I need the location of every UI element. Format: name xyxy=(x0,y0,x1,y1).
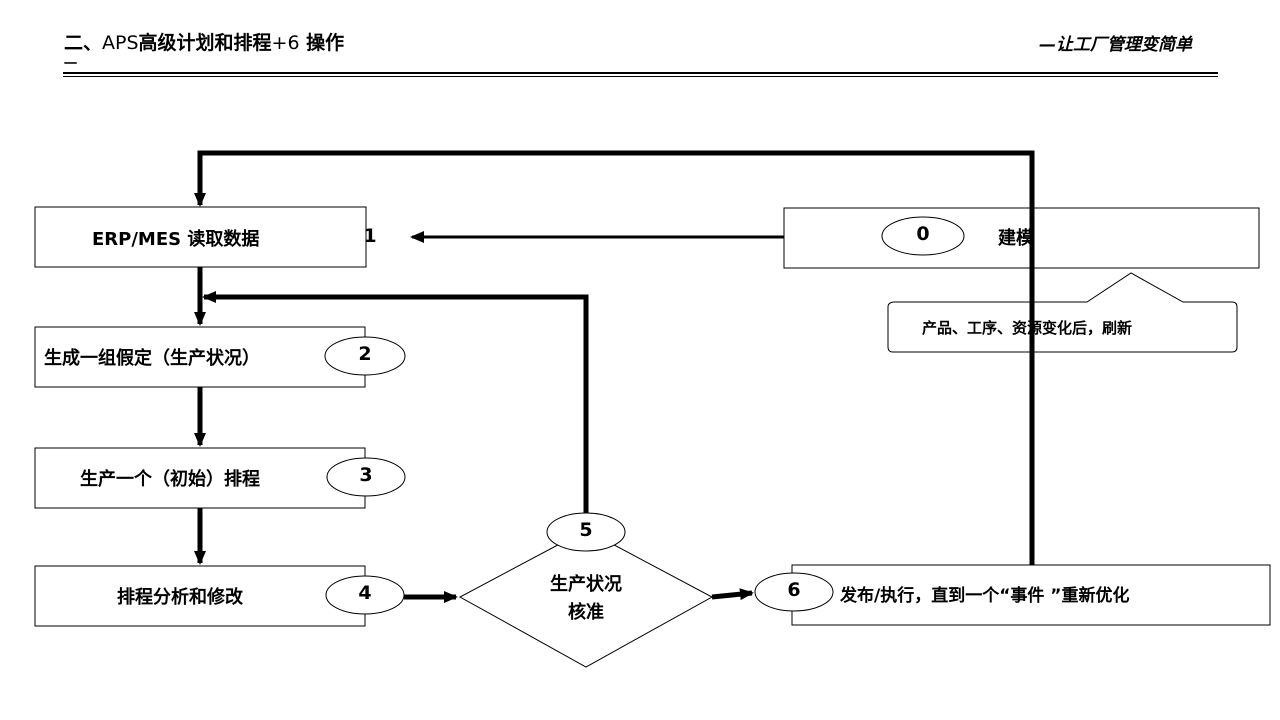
oval-3 xyxy=(326,457,406,497)
oval-4 xyxy=(325,575,405,615)
step1-box xyxy=(34,206,367,268)
step0-number: 0 xyxy=(916,223,930,245)
step6-label: 发布/执行，直到一个“事件 ”重新优化 xyxy=(840,586,1130,606)
loop-arrow-top xyxy=(194,150,1035,565)
step5-label-line1: 生产状况 xyxy=(550,574,622,595)
oval-5 xyxy=(546,512,626,552)
title-cn: 高级计划和排程 xyxy=(138,32,272,54)
step4-box xyxy=(34,565,366,627)
step1-number: 1 xyxy=(363,225,377,247)
title-prefix: 二、 xyxy=(64,32,103,54)
step2-number: 2 xyxy=(358,343,372,365)
loop-arrow-5 xyxy=(202,291,589,515)
note-text: 产品、工序、资源变化后，刷新 xyxy=(922,319,1133,337)
slogan: —让工厂管理变简单 xyxy=(1039,35,1192,55)
step3-label: 生产一个（初始）排程 xyxy=(80,469,260,490)
header-rule-thick xyxy=(63,72,1218,74)
title-op: 操作 xyxy=(299,32,345,54)
step4-label: 排程分析和修改 xyxy=(117,587,243,608)
note-callout xyxy=(887,272,1238,353)
step5-diamond xyxy=(458,529,714,668)
page-title: 二、APS高级计划和排程+6 操作 xyxy=(64,28,344,55)
oval-6 xyxy=(754,572,834,612)
step5-number: 5 xyxy=(579,519,593,541)
title-aps: APS xyxy=(102,32,139,54)
header-rule-thin xyxy=(63,76,1218,77)
step3-number: 3 xyxy=(359,464,373,486)
step0-label: 建模 xyxy=(998,228,1034,249)
step6-number: 6 xyxy=(787,579,801,601)
step4-number: 4 xyxy=(358,582,372,604)
title-dash: 一 xyxy=(64,57,78,72)
arrow-5-to-6 xyxy=(711,588,754,601)
step1-label: ERP/MES 读取数据 xyxy=(92,229,260,250)
step2-label: 生成一组假定（生产状况） xyxy=(44,348,260,369)
oval-2 xyxy=(324,336,406,376)
oval-0 xyxy=(881,216,965,256)
step0-box xyxy=(783,207,1260,269)
title-plus: +6 xyxy=(271,32,300,54)
step5-label-line2: 核准 xyxy=(568,602,604,623)
